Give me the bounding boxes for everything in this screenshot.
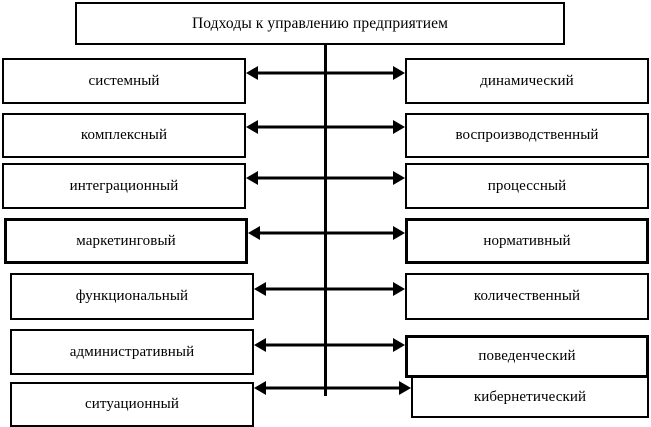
- arrow-head-left-icon: [248, 226, 260, 240]
- bidirectional-arrow-row-6: [254, 336, 405, 354]
- node-row-5-left: функциональный: [10, 273, 254, 320]
- arrow-shaft: [264, 287, 395, 291]
- arrow-head-right-icon: [393, 226, 405, 240]
- node-label: ситуационный: [85, 396, 179, 413]
- node-row-5-right: количественный: [405, 273, 649, 320]
- arrow-head-left-icon: [246, 66, 258, 80]
- bidirectional-arrow-row-7: [254, 379, 411, 397]
- node-row-3-left: интеграционный: [2, 163, 246, 209]
- bidirectional-arrow-row-2: [246, 118, 405, 136]
- node-row-2-right: воспроизводственный: [405, 113, 649, 158]
- page-title: Подходы к управлению предприятием: [191, 14, 448, 32]
- arrow-shaft: [264, 343, 395, 347]
- node-label: системный: [88, 72, 160, 89]
- arrow-shaft: [264, 386, 401, 390]
- node-row-4-left: маркетинговый: [4, 218, 248, 264]
- node-row-6-right: поведенческий: [405, 335, 649, 378]
- node-label: нормативный: [483, 232, 571, 249]
- arrow-shaft: [256, 71, 395, 75]
- node-row-1-right: динамический: [405, 58, 649, 104]
- arrow-head-right-icon: [393, 282, 405, 296]
- node-label: динамический: [480, 72, 574, 89]
- node-row-7-left: ситуационный: [10, 382, 254, 427]
- node-row-6-left: административный: [10, 329, 254, 375]
- node-label: воспроизводственный: [455, 127, 599, 144]
- node-row-1-left: системный: [2, 58, 246, 104]
- arrow-head-right-icon: [393, 171, 405, 185]
- node-label: комплексный: [80, 127, 168, 144]
- arrow-head-right-icon: [393, 66, 405, 80]
- node-row-2-left: комплексный: [2, 113, 246, 158]
- node-label: маркетинговый: [76, 232, 176, 249]
- arrow-head-left-icon: [254, 381, 266, 395]
- node-row-7-right: кибернетический: [411, 376, 649, 418]
- node-row-4-right: нормативный: [405, 218, 649, 264]
- node-label: интеграционный: [69, 177, 179, 194]
- bidirectional-arrow-row-5: [254, 280, 405, 298]
- arrow-head-left-icon: [246, 171, 258, 185]
- node-label: функциональный: [75, 288, 189, 305]
- node-label: количественный: [473, 288, 581, 305]
- arrow-shaft: [258, 231, 395, 235]
- node-label: процессный: [487, 177, 567, 194]
- node-label: административный: [69, 343, 195, 360]
- arrow-head-right-icon: [393, 338, 405, 352]
- arrow-shaft: [256, 176, 395, 180]
- arrow-head-right-icon: [399, 381, 411, 395]
- arrow-shaft: [256, 125, 395, 129]
- arrow-head-right-icon: [393, 120, 405, 134]
- vertical-connector-line: [324, 45, 327, 396]
- diagram-title-box: Подходы к управлению предприятием: [75, 2, 565, 45]
- bidirectional-arrow-row-4: [248, 224, 405, 242]
- arrow-head-left-icon: [246, 120, 258, 134]
- node-label: поведенческий: [478, 348, 576, 365]
- node-row-3-right: процессный: [405, 163, 649, 209]
- arrow-head-left-icon: [254, 338, 266, 352]
- bidirectional-arrow-row-3: [246, 169, 405, 187]
- bidirectional-arrow-row-1: [246, 64, 405, 82]
- node-label: кибернетический: [473, 388, 587, 405]
- arrow-head-left-icon: [254, 282, 266, 296]
